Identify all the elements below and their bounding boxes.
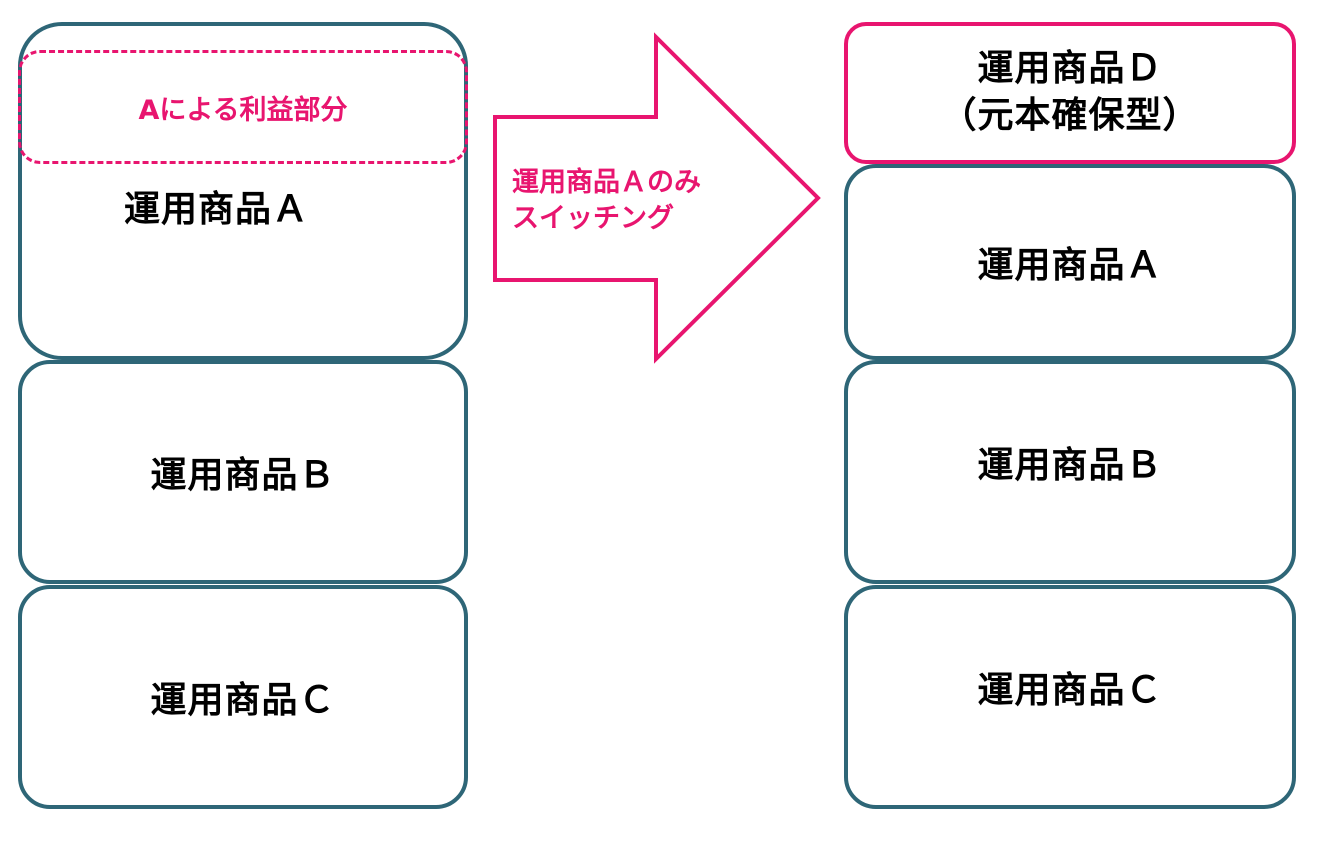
left-profit-region: Aによる利益部分 (18, 50, 468, 164)
right-product-d-box: 運用商品Ｄ （元本確保型） (844, 22, 1296, 164)
right-product-c-label: 運用商品Ｃ (977, 670, 1163, 711)
left-profit-label: Aによる利益部分 (138, 94, 348, 126)
left-product-a-label: 運用商品Ａ (124, 189, 310, 230)
right-product-c-box: 運用商品Ｃ (844, 585, 1296, 809)
left-product-c-label: 運用商品Ｃ (150, 680, 336, 721)
left-product-b-box: 運用商品Ｂ (18, 360, 468, 584)
switching-arrow (493, 32, 821, 364)
switching-arrow-line2: スイッチング (512, 203, 674, 235)
right-product-d-type: （元本確保型） (940, 95, 1200, 136)
switching-arrow-line1: 運用商品Ａのみ (512, 167, 701, 198)
left-product-b-label: 運用商品Ｂ (150, 455, 336, 496)
right-product-a-box: 運用商品Ａ (844, 164, 1296, 360)
right-product-b-label: 運用商品Ｂ (977, 445, 1163, 486)
right-product-d-name: 運用商品Ｄ (977, 48, 1163, 90)
left-product-c-box: 運用商品Ｃ (18, 585, 468, 809)
switching-arrow-text: 運用商品Ａのみ スイッチング (512, 165, 701, 238)
right-product-a-label: 運用商品Ａ (977, 245, 1163, 286)
left-product-a-box (18, 22, 468, 360)
right-product-b-box: 運用商品Ｂ (844, 360, 1296, 584)
switching-arrow-shape (493, 32, 821, 364)
